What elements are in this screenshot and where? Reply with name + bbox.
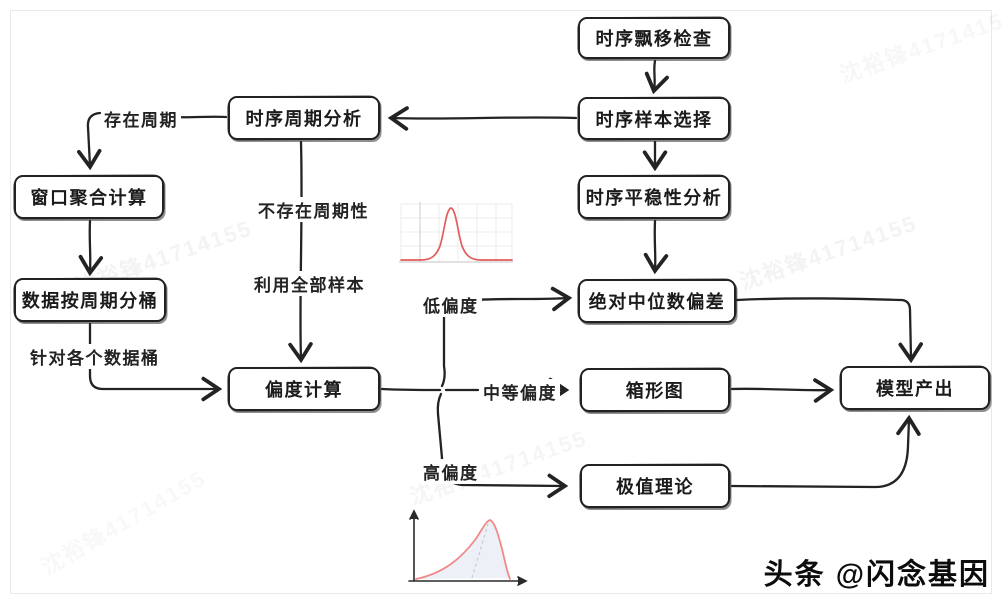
edge-label-all-samples: 利用全部样本 [251, 271, 368, 296]
skew-area-fill [420, 520, 510, 579]
node-skewness-calc: 偏度计算 [228, 367, 380, 411]
edge-skew-to-fork [380, 387, 442, 392]
skew-curve [415, 519, 511, 580]
node-drift-check: 时序飘移检查 [578, 17, 730, 59]
skewed-distribution-chart [408, 509, 528, 586]
edge-stationarity-to-mad [643, 219, 669, 275]
bell-curve [400, 207, 513, 261]
edge-label-per-bucket: 针对各个数据桶 [27, 344, 163, 369]
edge-fork-up [440, 314, 446, 388]
edge-window-to-bucket [78, 219, 104, 277]
node-boxplot: 箱形图 [580, 368, 730, 412]
brand-watermark: 头条 @闪念基因 [763, 559, 990, 591]
edge-haslabel-to-window [77, 111, 102, 171]
edge-label-no-period: 不存在周期性 [255, 197, 372, 222]
edge-label-low-skew: 低偏度 [420, 292, 482, 317]
node-sample-select: 时序样本选择 [578, 97, 730, 140]
normal-distribution-chart [399, 202, 513, 263]
edge-label-medium-skew: 中等偏度 [480, 379, 560, 404]
node-evt: 极值理论 [580, 464, 730, 508]
edge-drift-to-sample [644, 59, 669, 95]
edge-mad-to-model [735, 297, 923, 364]
node-model-output: 模型产出 [840, 366, 990, 410]
edge-fork-down [436, 392, 444, 460]
edge-label-high-skew: 高偏度 [420, 459, 482, 484]
node-period-analysis: 时序周期分析 [228, 96, 380, 140]
y-axis-arrowhead [409, 509, 419, 520]
edge-bucket-to-skew [88, 322, 223, 402]
node-mad: 绝对中位数偏差 [578, 279, 736, 323]
x-axis-arrowhead [517, 576, 528, 586]
node-window-aggregation: 窗口聚合计算 [14, 175, 164, 219]
edge-period-to-skew [288, 140, 313, 364]
edge-lowskew-to-mad [470, 286, 573, 312]
edge-evt-to-model [730, 414, 921, 489]
node-period-bucketing: 数据按周期分桶 [14, 278, 166, 322]
edge-boxplot-to-model [730, 378, 835, 403]
edge-sample-to-period [387, 106, 578, 131]
node-stationarity: 时序平稳性分析 [578, 175, 730, 219]
edge-label-has-period: 存在周期 [101, 106, 181, 131]
